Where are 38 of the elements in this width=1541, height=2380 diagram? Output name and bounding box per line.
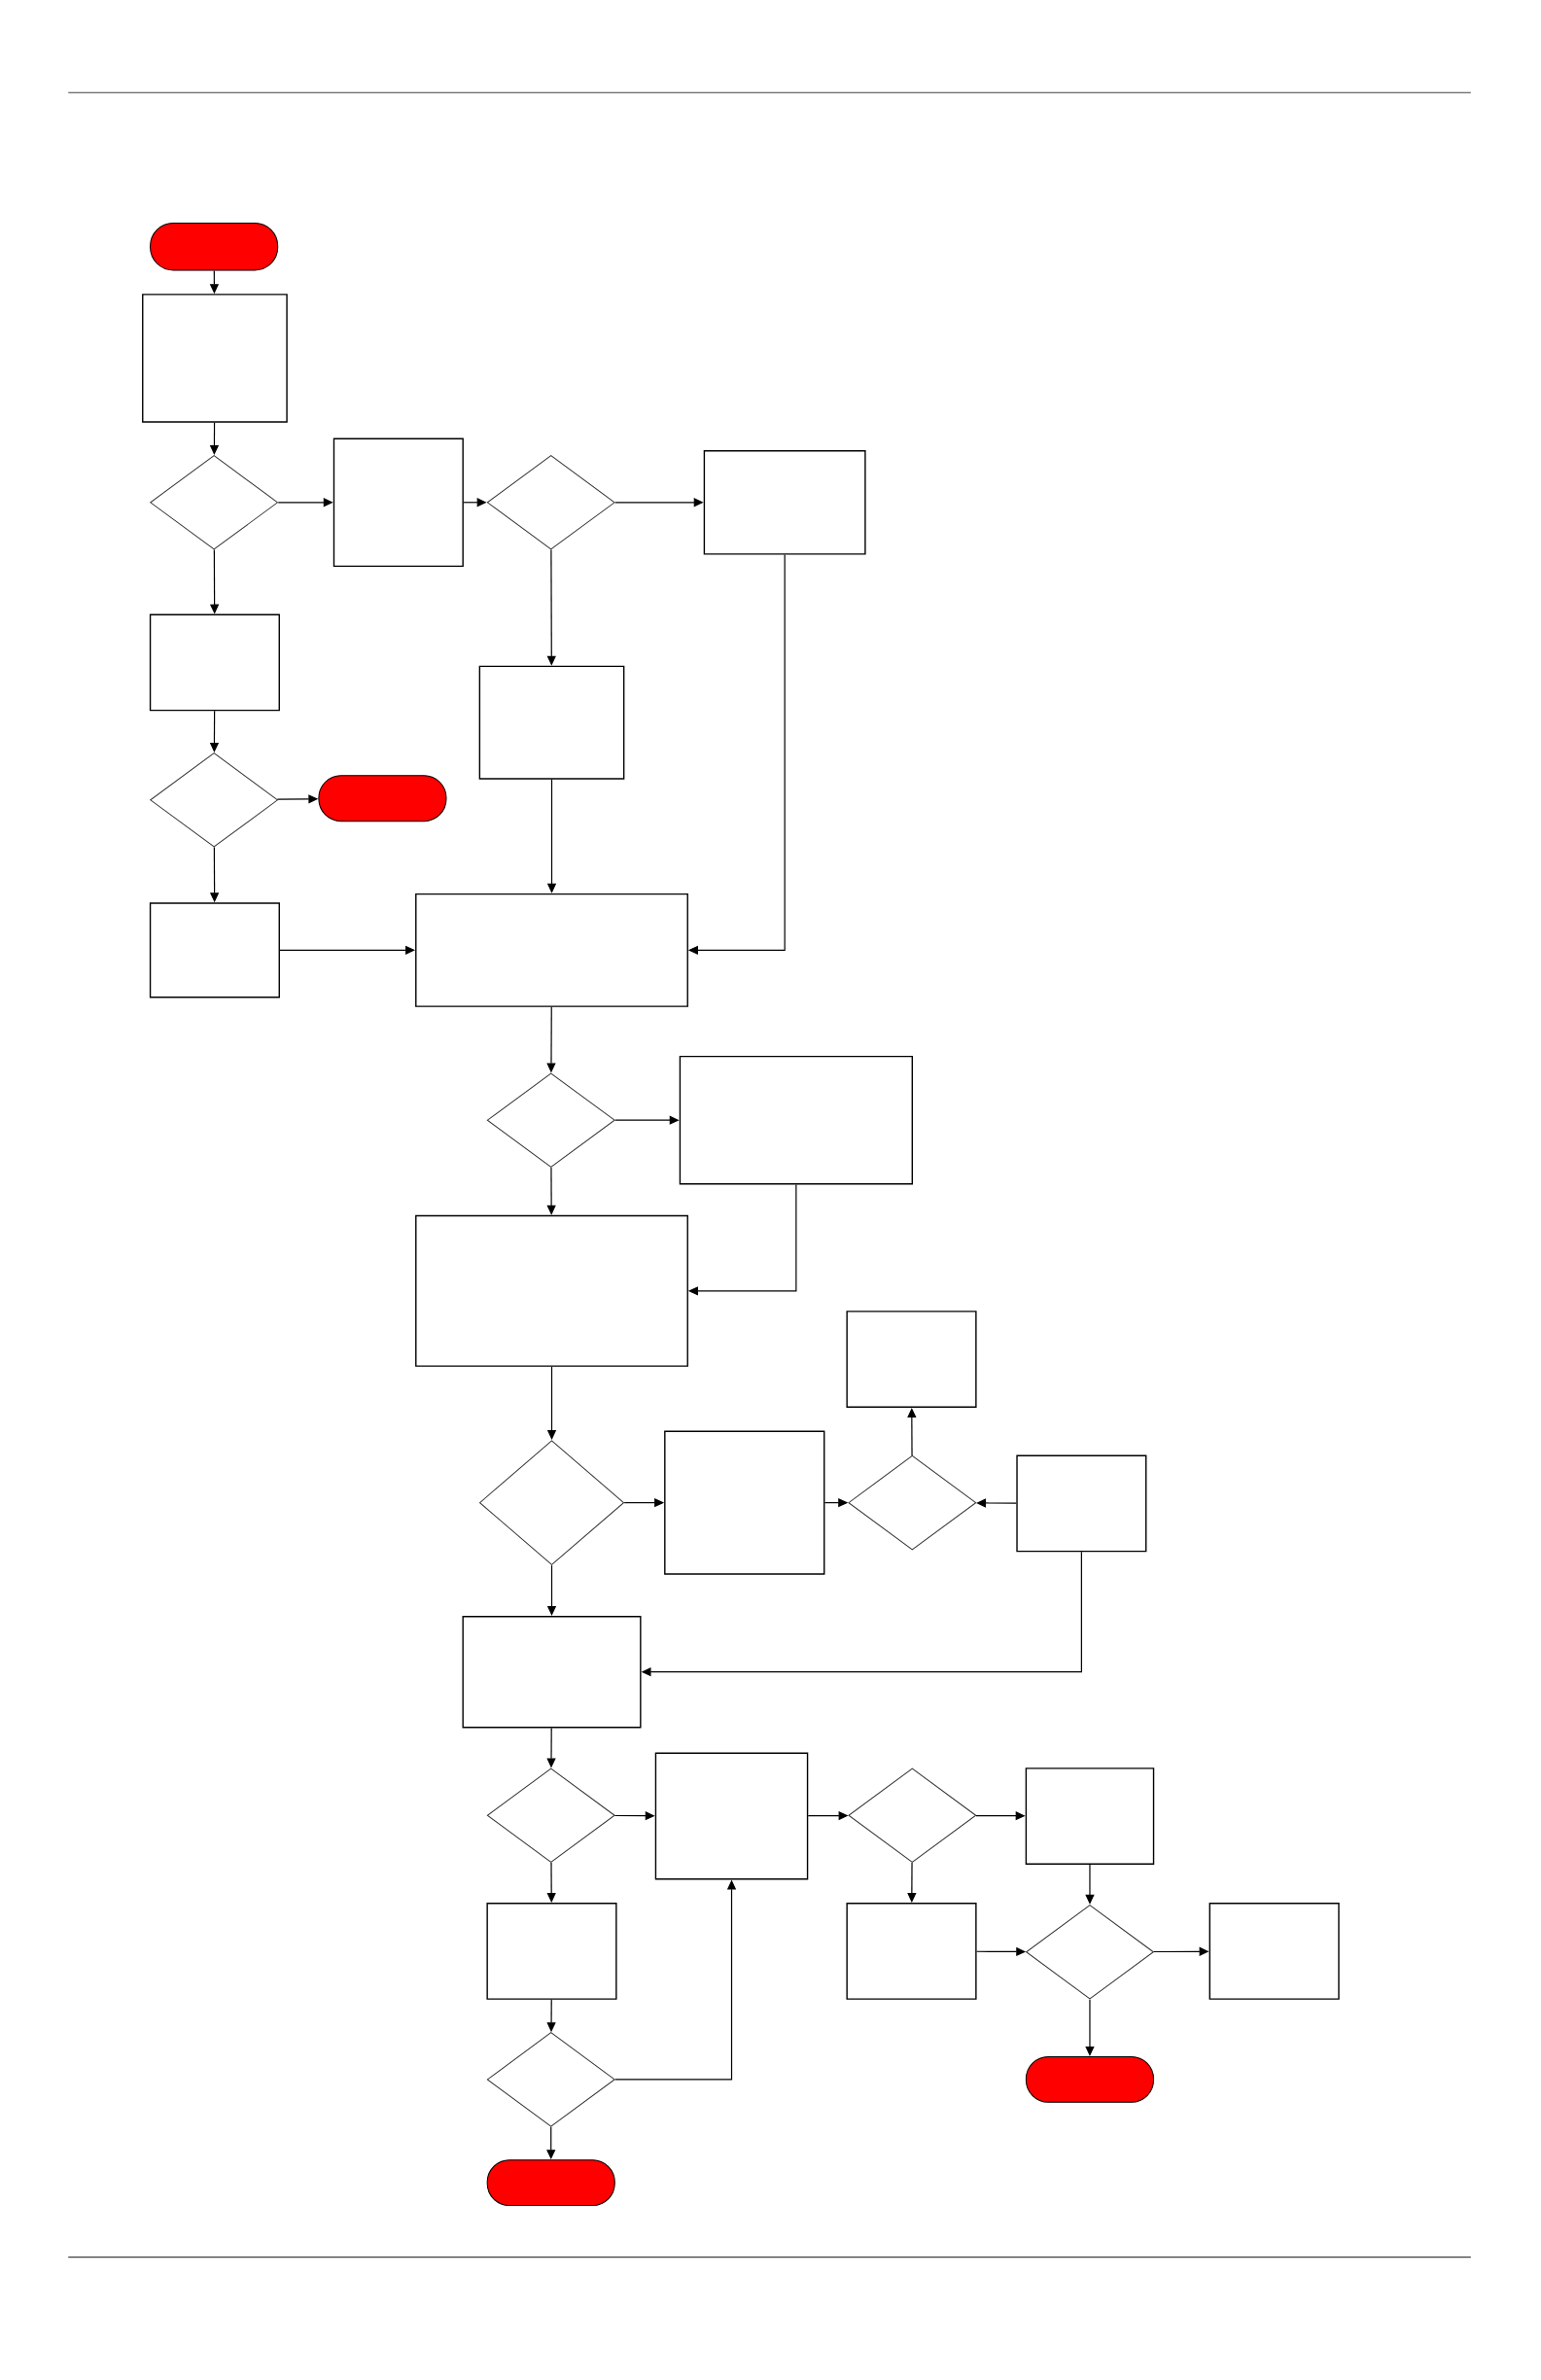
process-box (703, 450, 866, 555)
process-box (150, 902, 281, 998)
process-box (415, 1214, 689, 1367)
decision-diamond (848, 1454, 977, 1551)
process-box (1025, 1768, 1155, 1865)
decision-diamond (487, 1072, 615, 1168)
process-box (486, 1903, 617, 2000)
decision-diamond (1026, 1905, 1154, 2000)
decision-diamond (487, 1768, 615, 1863)
decision-diamond (848, 1768, 977, 1863)
terminal-pill (486, 2159, 615, 2206)
decision-diamond (150, 752, 279, 848)
arrow (614, 498, 704, 508)
arrow (277, 498, 333, 508)
decision-diamond (487, 2032, 615, 2127)
terminal-pill (1026, 2056, 1155, 2103)
process-box (150, 613, 281, 712)
process-box (1208, 1903, 1340, 2000)
process-box (478, 665, 625, 780)
process-box (846, 1903, 977, 2000)
process-box (333, 438, 465, 568)
process-box (679, 1055, 914, 1185)
process-box (462, 1616, 642, 1729)
terminal-pill (318, 775, 447, 822)
process-box (846, 1311, 977, 1408)
arrow (1085, 1999, 1095, 2056)
arrow (547, 1564, 557, 1616)
decision-diamond (479, 1440, 625, 1565)
process-box (664, 1430, 825, 1575)
arrow (907, 1408, 917, 1456)
decision-diamond (487, 455, 615, 550)
process-box (654, 1752, 809, 1880)
decision-diamond (150, 455, 279, 550)
terminal-pill (150, 223, 279, 271)
arrow (614, 1115, 680, 1125)
process-box (1016, 1454, 1147, 1553)
process-box (415, 892, 689, 1007)
process-box (142, 294, 288, 423)
